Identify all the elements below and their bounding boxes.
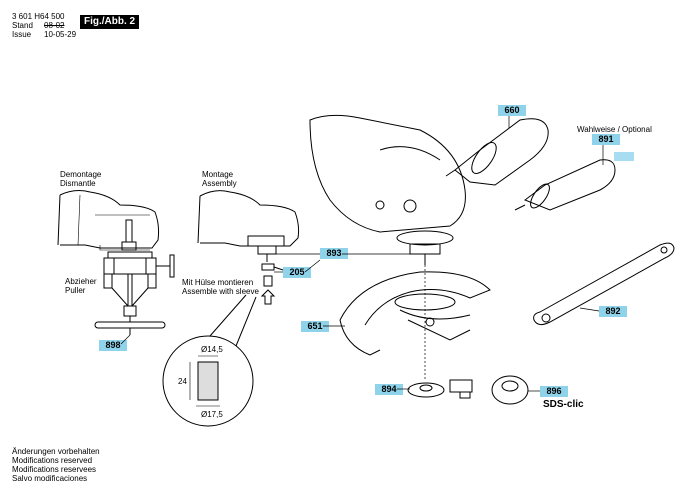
part-label-893: 893 xyxy=(320,248,348,259)
figure-label: Fig./Abb. 2 xyxy=(80,15,140,29)
wheel-guard xyxy=(339,271,491,356)
optional-marker xyxy=(614,152,634,161)
footer-line-1: Änderungen vorbehalten xyxy=(12,447,100,456)
dismantle-en: Dismantle xyxy=(60,179,96,188)
flange-and-nut xyxy=(407,375,529,405)
dismantle-de: Demontage xyxy=(60,170,102,179)
part-label-894: 894 xyxy=(375,384,403,395)
sleeve-detail xyxy=(162,294,257,427)
dim-top: Ø14,5 xyxy=(201,345,223,354)
sleeve-de: Mit Hülse montieren xyxy=(182,278,254,287)
sds-clic-text: SDS-clic xyxy=(543,399,584,410)
part-label-896: 896 xyxy=(540,386,568,397)
footer-line-3: Modifications reservees xyxy=(12,465,97,474)
new-date: 10-05-29 xyxy=(44,30,77,39)
optional-text: Wahlweise / Optional xyxy=(577,125,652,134)
assembly-de: Montage xyxy=(202,170,234,179)
dim-bottom: Ø17,5 xyxy=(201,410,223,419)
sleeve-en: Assemble with sleeve xyxy=(182,287,259,296)
part-label-205: 205 xyxy=(283,267,311,278)
assembly-en: Assembly xyxy=(202,179,237,188)
part-label-660: 660 xyxy=(498,105,526,116)
doc-number: 3 601 H64 500 xyxy=(12,12,65,21)
grinder-body xyxy=(309,114,466,265)
part-label-898: 898 xyxy=(99,340,127,351)
part-label-891: 891 xyxy=(592,134,620,145)
old-date: 08-02 xyxy=(44,21,65,30)
leader-lines xyxy=(120,116,604,392)
part-label-892: 892 xyxy=(599,306,627,317)
puller-tool xyxy=(94,219,175,335)
issue-label: Issue xyxy=(12,30,32,39)
footer-line-2: Modifications reserved xyxy=(12,456,93,465)
dim-side: 24 xyxy=(178,377,187,386)
part-label-651: 651 xyxy=(301,321,329,332)
handle-891 xyxy=(514,159,616,211)
footer-line-4: Salvo modificaciones xyxy=(12,474,88,483)
dismantle-housing xyxy=(57,190,160,251)
stand-label: Stand xyxy=(12,21,33,30)
puller-de: Abzieher xyxy=(65,277,97,286)
puller-en: Puller xyxy=(65,286,86,295)
auxiliary-handle-660 xyxy=(445,118,549,186)
